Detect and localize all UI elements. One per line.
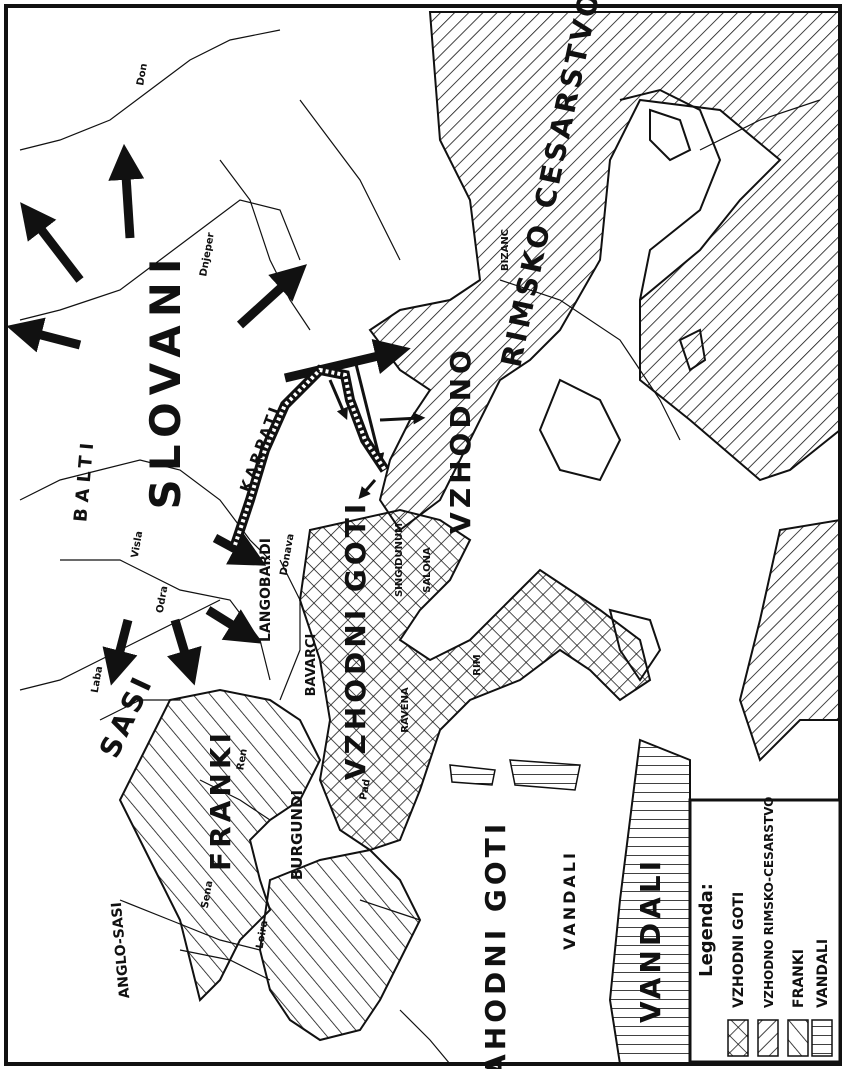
arrow-dnieper — [236, 264, 307, 329]
label-franki: FRANKI — [204, 729, 237, 871]
legend-swatch-vzhodno-rimsko — [757, 1019, 779, 1057]
label-bizanc: BIZANC — [500, 229, 511, 271]
arrow-karpati — [283, 339, 411, 383]
label-pad: Pad — [358, 778, 372, 801]
label-laba: Laba — [90, 665, 106, 694]
label-odra: Odra — [155, 585, 171, 614]
label-visla: Visla — [130, 530, 146, 559]
region-vandals-island-1 — [509, 759, 581, 791]
legend-label-franki: FRANKI — [791, 949, 807, 1008]
arrow-south-3 — [167, 618, 202, 686]
label-ravenna: RAVENA — [400, 687, 411, 733]
arrow-north-1 — [20, 202, 84, 283]
region-ostrogoths — [298, 508, 652, 852]
arrow-south-1 — [212, 532, 267, 566]
legend-label-vandali: VANDALI — [815, 939, 831, 1008]
arrow-thin-2 — [328, 379, 348, 420]
legend-swatch-vandali — [811, 1019, 833, 1057]
arrow-south-2 — [102, 618, 138, 686]
label-slovani: SLOVANI — [141, 250, 190, 509]
migration-arrows-thin — [328, 359, 426, 500]
label-bavarci: BAVARCI — [304, 634, 319, 697]
label-langobardi: LANGOBARDI — [258, 538, 274, 642]
legend-label-vzhodno-rimsko: VZHODNO RIMSKO-CESARSTVO — [762, 797, 776, 1008]
label-zahodni-goti: ZAHODNI GOTI — [479, 820, 512, 1069]
legend-label-vzhodni-goti: VZHODNI GOTI — [731, 892, 747, 1008]
label-vzhodni-goti: VZHODNI GOTI — [339, 500, 372, 780]
label-vzhodno: VZHODNO — [444, 346, 477, 534]
label-loira: Loira — [255, 920, 271, 950]
legend-box — [688, 798, 842, 1064]
label-sena: Sena — [200, 880, 216, 909]
legend: Legenda: VZHODNI GOTI VZHODNO RIMSKO-CES… — [688, 797, 842, 1064]
label-ren: Ren — [235, 748, 250, 771]
legend-swatch-franki — [787, 1019, 809, 1057]
coastlines — [538, 88, 722, 682]
label-vandali-sea: VANDALI — [560, 850, 579, 950]
label-burgundi: BURGUNDI — [288, 790, 306, 880]
arrow-thin-4 — [358, 479, 377, 500]
region-vandals-island-2 — [449, 764, 496, 786]
arrow-north-2 — [108, 143, 145, 239]
region-eastern-roman-africa — [738, 518, 841, 762]
region-eastern-roman-empire — [368, 11, 841, 532]
legend-swatch-vzhodni-goti — [727, 1019, 749, 1057]
label-rim: RIM — [472, 654, 483, 675]
label-salona: SALONA — [422, 547, 433, 593]
migration-arrows — [6, 143, 411, 686]
legend-title: Legenda: — [696, 883, 717, 977]
region-visigoths — [258, 848, 422, 1042]
label-vandali: VANDALI — [634, 857, 667, 1023]
langobard-route-inner — [233, 367, 387, 546]
arrow-west-1 — [6, 317, 82, 353]
label-don: Don — [135, 63, 150, 87]
arrow-thin-1 — [379, 412, 426, 425]
arrow-south-4 — [205, 606, 262, 644]
region-franks — [118, 688, 322, 1002]
label-singidunum: SINGIDUNUM — [394, 523, 405, 597]
arrow-thin-3 — [353, 359, 385, 466]
